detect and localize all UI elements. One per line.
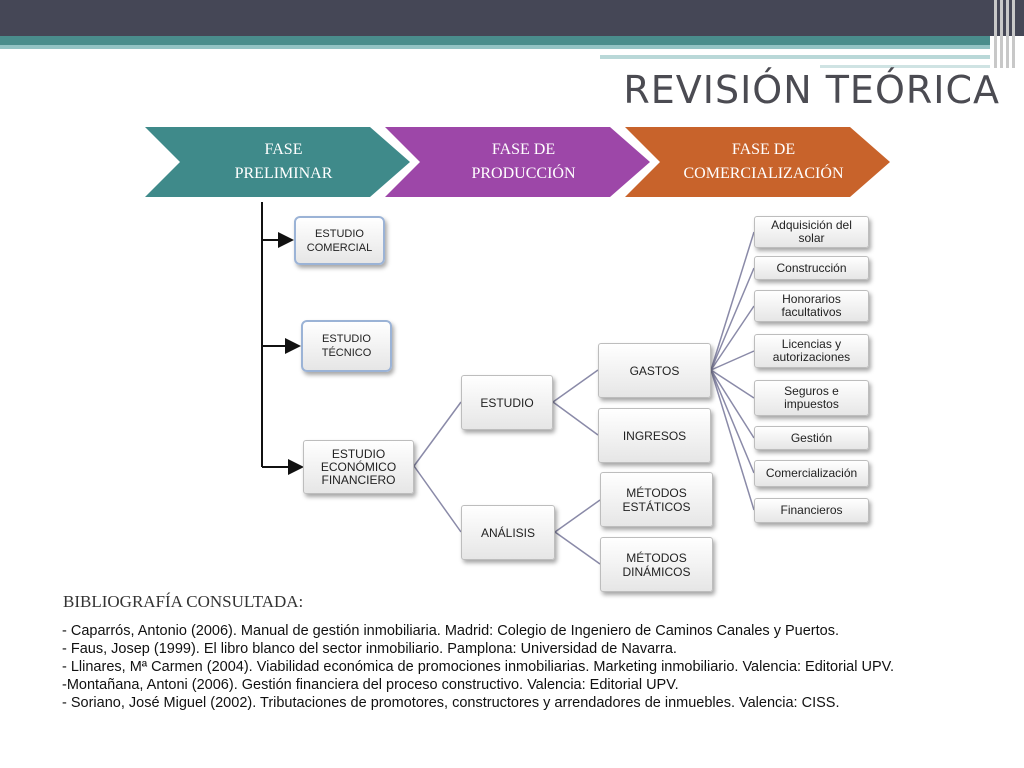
bibliography-entry: - Llinares, Mª Carmen (2004). Viabilidad… [62, 659, 894, 675]
node-gastos: GASTOS [598, 343, 711, 398]
connector-line [413, 401, 462, 467]
connector-line [552, 401, 599, 436]
connector-line [710, 369, 755, 474]
connector-line [413, 465, 462, 533]
phase-chevron-comercializacion: FASE DE COMERCIALIZACIÓN [625, 127, 890, 197]
phase-label: FASE DE COMERCIALIZACIÓN [683, 141, 844, 182]
connector-line [710, 369, 755, 511]
connector-line [710, 231, 755, 371]
bibliography-entry: - Soriano, José Miguel (2002). Tributaci… [62, 695, 840, 711]
expense-item: Adquisición del solar [754, 216, 869, 248]
node-metodos-dinamicos: MÉTODOS DINÁMICOS [600, 537, 713, 592]
connector-line [554, 499, 601, 533]
expense-item: Gestión [754, 426, 869, 450]
accent-stripe [0, 45, 990, 49]
expense-item: Construcción [754, 256, 869, 280]
expense-item: Honorarios facultativos [754, 290, 869, 322]
expense-item: Seguros e impuestos [754, 380, 869, 416]
expense-item: Licencias y autorizaciones [754, 334, 869, 368]
phase-chevron-preliminar: FASE PRELIMINAR [145, 127, 410, 197]
accent-stripe [600, 55, 990, 59]
connector-line [554, 531, 601, 565]
decorative-line [994, 0, 997, 68]
phase-label: FASE DE PRODUCCIÓN [471, 141, 576, 182]
connector-line [710, 369, 755, 439]
study-comercial-box: ESTUDIO COMERCIAL [294, 216, 385, 265]
connector-line [710, 305, 755, 371]
study-tecnico-box: ESTUDIO TÉCNICO [301, 320, 392, 372]
expense-item: Comercialización [754, 460, 869, 487]
bibliography-entry: -Montañana, Antoni (2006). Gestión finan… [62, 677, 679, 693]
accent-stripe [0, 36, 990, 45]
slide-title: REVISIÓN TEÓRICA [623, 68, 1000, 112]
node-estudio: ESTUDIO [461, 375, 553, 430]
decorative-line [1000, 0, 1003, 68]
node-analisis: ANÁLISIS [461, 505, 555, 560]
phase-chevron-produccion: FASE DE PRODUCCIÓN [385, 127, 650, 197]
bibliography-heading: BIBLIOGRAFÍA CONSULTADA: [63, 592, 304, 611]
decorative-line [1006, 0, 1009, 68]
node-ingresos: INGRESOS [598, 408, 711, 463]
bibliography-entry: - Caparrós, Antonio (2006). Manual de ge… [62, 623, 839, 639]
decorative-line [1012, 0, 1015, 68]
connector-line [552, 369, 599, 403]
phase-label: FASE PRELIMINAR [234, 141, 333, 182]
study-economico-box: ESTUDIO ECONÓMICO FINANCIERO [303, 440, 414, 494]
connector-line [710, 350, 755, 371]
top-banner [0, 0, 1024, 36]
bibliography-entry: - Faus, Josep (1999). El libro blanco de… [62, 641, 677, 657]
expense-item: Financieros [754, 498, 869, 523]
accent-stripe [820, 65, 990, 68]
connector-line [710, 369, 755, 399]
connector-line [710, 267, 755, 371]
node-metodos-estaticos: MÉTODOS ESTÁTICOS [600, 472, 713, 527]
bibliography-list: - Caparrós, Antonio (2006). Manual de ge… [62, 622, 1012, 712]
